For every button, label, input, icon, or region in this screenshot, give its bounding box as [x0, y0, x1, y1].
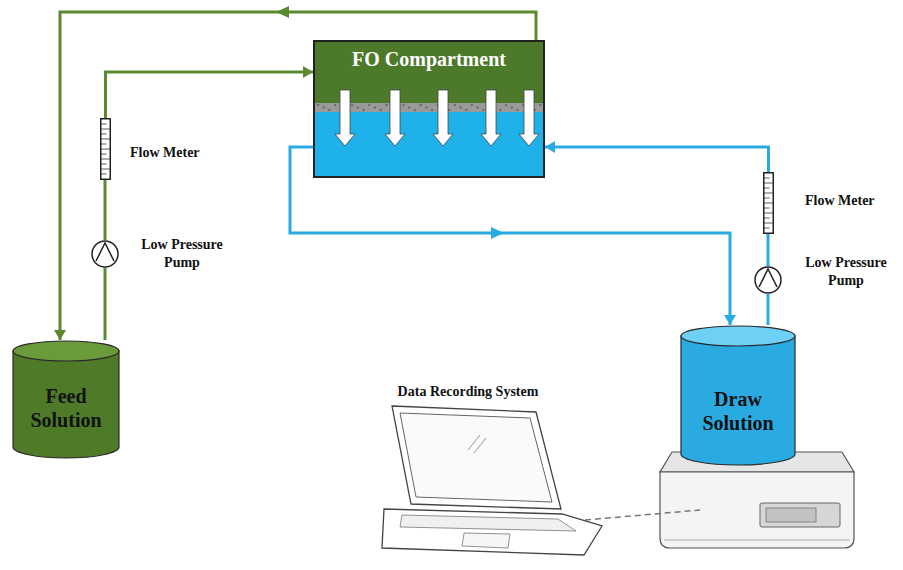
pipe-connector: [767, 234, 770, 266]
pipe-connector: [104, 268, 107, 340]
feed-tank: Feed Solution: [12, 340, 120, 458]
pipe-connector: [767, 294, 770, 325]
laptop-icon: [380, 405, 605, 557]
node-label: Flow Meter: [130, 144, 200, 162]
flow-meter-tube: [100, 118, 111, 180]
flow-meter: Flow Meter: [100, 118, 111, 180]
node-label: Low Pressure Pump: [794, 254, 898, 289]
node-label: Draw Solution: [686, 387, 790, 435]
draw-tank: Draw Solution: [680, 325, 796, 465]
pipe-connector: [545, 147, 769, 172]
node-label: Low Pressure Pump: [130, 236, 234, 271]
node-label: Feed Solution: [18, 384, 114, 432]
node-label: Flow Meter: [805, 192, 875, 210]
node-label: FO Compartment: [315, 42, 543, 71]
data-cable: [585, 510, 700, 520]
pump-symbol: [91, 240, 119, 268]
pump-symbol: [754, 266, 782, 294]
fo-compartment: FO Compartment: [313, 40, 545, 178]
node-label: Data Recording System: [384, 383, 552, 401]
pump-symbol: Low Pressure Pump: [754, 266, 782, 294]
laptop: Data Recording System: [380, 405, 605, 557]
flow-meter-tube: [763, 172, 774, 234]
flow-meter: Flow Meter: [763, 172, 774, 234]
pipe-connector: [106, 72, 314, 118]
pump-symbol: Low Pressure Pump: [91, 240, 119, 268]
weighing-balance: [660, 452, 854, 548]
pipe-connector: [104, 180, 107, 240]
